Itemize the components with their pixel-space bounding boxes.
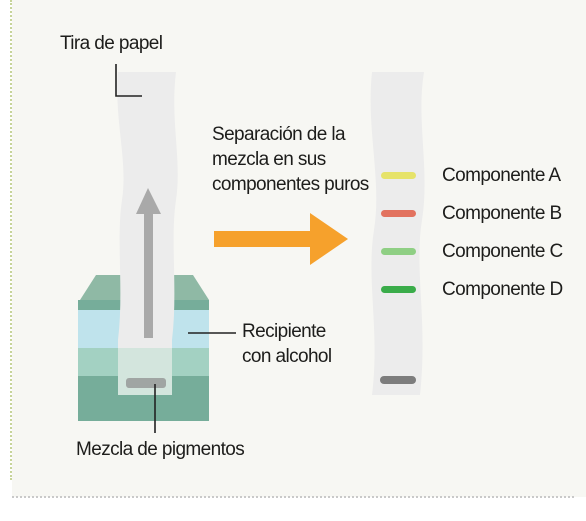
paper-strip-right xyxy=(370,72,425,395)
separation-arrow-shaft xyxy=(214,231,312,247)
separation-label-line3: componentes puros xyxy=(212,174,369,195)
component-c-band xyxy=(381,248,416,255)
container-label-line2: con alcohol xyxy=(242,346,332,367)
component-b-label: Componente B xyxy=(442,203,562,224)
component-bands xyxy=(381,172,416,293)
paper-strip-leader xyxy=(115,64,142,97)
strip-arrow-shaft xyxy=(144,210,153,338)
pigment-spot xyxy=(126,378,166,388)
separation-arrow-head xyxy=(310,213,348,265)
paper-strip-label: Tira de papel xyxy=(60,33,163,54)
pigment-mix-label: Mezcla de pigmentos xyxy=(76,439,245,460)
separation-label-line2: mezcla en sus xyxy=(212,149,326,170)
bottom-dotted-border xyxy=(12,496,574,498)
left-dotted-border xyxy=(10,0,12,480)
component-d-band xyxy=(381,286,416,293)
origin-band xyxy=(380,376,416,384)
component-c-label: Componente C xyxy=(442,241,563,262)
component-b-band xyxy=(381,210,416,217)
component-d-label: Componente D xyxy=(442,279,563,300)
container-label-line1: Recipiente xyxy=(242,321,326,342)
strip-arrow-head xyxy=(136,188,161,214)
separation-label-line1: Separación de la xyxy=(212,124,346,145)
component-a-label: Componente A xyxy=(442,165,561,186)
component-a-band xyxy=(381,172,416,179)
